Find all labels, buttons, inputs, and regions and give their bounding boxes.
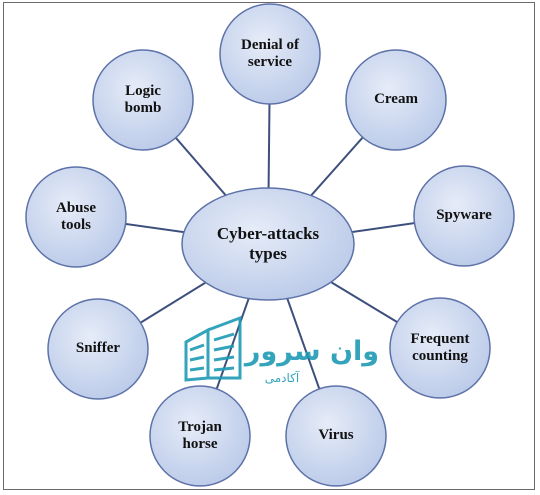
node-label-logic-bomb: Logic bomb xyxy=(124,82,162,116)
node-circle-abuse-tools xyxy=(25,166,127,268)
node-cream: Cream xyxy=(345,49,447,151)
node-label-cream: Cream xyxy=(374,91,418,108)
node-logic-bomb: Logic bomb xyxy=(92,49,194,151)
center-node-ellipse xyxy=(181,187,355,301)
watermark-brand-text: وان سرور xyxy=(243,336,379,367)
node-sniffer: Sniffer xyxy=(47,298,149,400)
node-label-trojan-horse: Trojan horse xyxy=(178,418,222,452)
figure-border xyxy=(3,2,535,490)
node-circle-virus xyxy=(285,385,387,487)
node-label-spyware: Spyware xyxy=(436,207,492,224)
node-abuse-tools: Abuse tools xyxy=(25,166,127,268)
node-frequent-counting: Frequent counting xyxy=(389,297,491,399)
watermark-sub-text: آکادمی xyxy=(265,370,300,385)
watermark-logo: وان سرور آکادمی xyxy=(184,315,379,385)
node-circle-trojan-horse xyxy=(149,385,251,487)
node-denial-of-service: Denial of service xyxy=(219,3,321,105)
node-circle-spyware xyxy=(413,165,515,267)
node-circle-sniffer xyxy=(47,298,149,400)
watermark-icon xyxy=(184,315,242,382)
node-circle-frequent-counting xyxy=(389,297,491,399)
node-circle-cream xyxy=(345,49,447,151)
node-spyware: Spyware xyxy=(413,165,515,267)
node-label-frequent-counting: Frequent counting xyxy=(410,330,470,364)
node-circle-logic-bomb xyxy=(92,49,194,151)
node-trojan-horse: Trojan horse xyxy=(149,385,251,487)
node-circle-denial-of-service xyxy=(219,3,321,105)
node-label-abuse-tools: Abuse tools xyxy=(55,199,96,233)
node-label-sniffer: Sniffer xyxy=(75,340,121,357)
node-label-virus: Virus xyxy=(318,427,354,444)
node-label-denial-of-service: Denial of service xyxy=(241,36,299,70)
center-node-label: Cyber-attacks types xyxy=(216,224,320,263)
center-node: Cyber-attacks types xyxy=(181,187,355,301)
node-virus: Virus xyxy=(285,385,387,487)
